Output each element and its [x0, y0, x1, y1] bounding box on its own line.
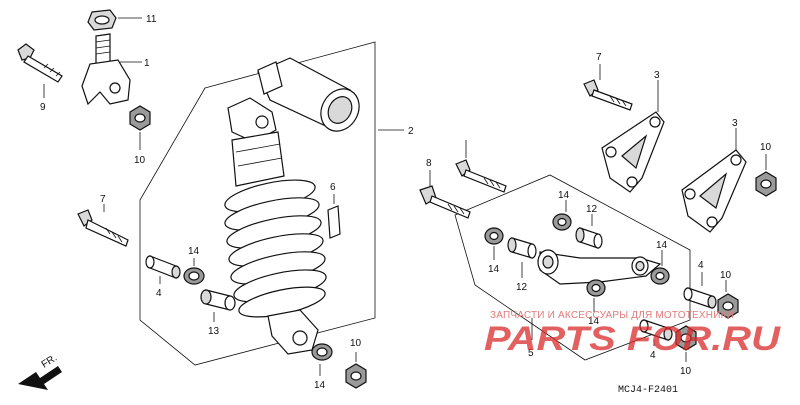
callout-labels: 11 1 2 9 10 7 14 4 13 6 10 14 7 3 3 10 8…	[40, 14, 772, 391]
callout-11: 11	[146, 14, 157, 25]
bracket-3-b	[681, 149, 747, 233]
bolt-9	[17, 43, 63, 83]
callout-10c: 10	[760, 142, 772, 153]
watermark-caption: ЗАПЧАСТИ И АКСЕССУАРЫ ДЛЯ МОТОТЕХНИКИ	[490, 310, 734, 321]
callout-1: 1	[144, 58, 150, 69]
nut-10-d	[717, 293, 739, 319]
seal-14-c	[484, 227, 504, 245]
seal-14-e	[650, 267, 670, 285]
callout-14d: 14	[488, 264, 500, 275]
bolt-7-b	[583, 79, 633, 111]
label-6	[327, 205, 341, 239]
collar-4-a	[145, 255, 181, 279]
callout-12a: 12	[586, 204, 598, 215]
seal-14-a	[183, 267, 205, 285]
callout-10a: 10	[134, 155, 146, 166]
callout-4c: 4	[650, 350, 656, 361]
callout-13: 13	[208, 326, 220, 337]
callout-10e: 10	[680, 366, 692, 377]
callout-6: 6	[330, 182, 336, 193]
callout-10d: 10	[720, 270, 732, 281]
callout-5: 5	[528, 348, 534, 359]
front-arrow-icon	[18, 366, 62, 390]
callout-10b: 10	[350, 338, 362, 349]
collar-4-b	[683, 287, 717, 309]
seal-14-b	[311, 343, 333, 361]
callout-4b: 4	[698, 260, 704, 271]
bushing-12-b	[575, 227, 603, 249]
callout-8: 8	[426, 158, 432, 169]
upper-mount-1	[81, 33, 131, 106]
bushing-13	[200, 289, 236, 311]
callout-14e: 14	[656, 240, 668, 251]
callout-9: 9	[40, 102, 46, 113]
callout-14c: 14	[558, 190, 570, 201]
seal-14-f	[586, 279, 606, 297]
callout-4a: 4	[156, 288, 162, 299]
callout-14b: 14	[314, 380, 326, 391]
bracket-3-a	[601, 111, 665, 193]
callout-7a: 7	[100, 194, 106, 205]
bolt-7-a	[77, 209, 129, 247]
bushing-12-a	[507, 237, 537, 259]
diagram-code: MCJ4-F2401	[618, 385, 678, 396]
watermark-logo: PARTS FOR.RU	[484, 320, 782, 358]
nut-10-c	[755, 171, 777, 197]
nut-10-b	[345, 363, 367, 389]
callout-3b: 3	[732, 118, 738, 129]
callout-3a: 3	[654, 70, 660, 81]
nut-11	[87, 9, 117, 31]
collar-4-c	[639, 319, 673, 341]
bolt-7-c	[455, 159, 507, 193]
watermark: ЗАПЧАСТИ И АКСЕССУАРЫ ДЛЯ МОТОТЕХНИКИ PA…	[484, 310, 782, 358]
bolt-8	[419, 185, 471, 219]
callout-14a: 14	[188, 246, 200, 257]
shock-absorber-2	[224, 57, 360, 355]
link-arm-5	[537, 249, 662, 285]
shock-group-outline	[139, 41, 376, 366]
callout-14f: 14	[588, 316, 600, 327]
seal-14-d	[552, 213, 572, 231]
callout-7b: 7	[596, 52, 602, 63]
callout-12b: 12	[516, 282, 528, 293]
linkage-group-outline	[454, 174, 691, 361]
callout-2: 2	[408, 126, 414, 137]
nut-10-e	[675, 325, 697, 351]
nut-10-a	[129, 105, 151, 131]
